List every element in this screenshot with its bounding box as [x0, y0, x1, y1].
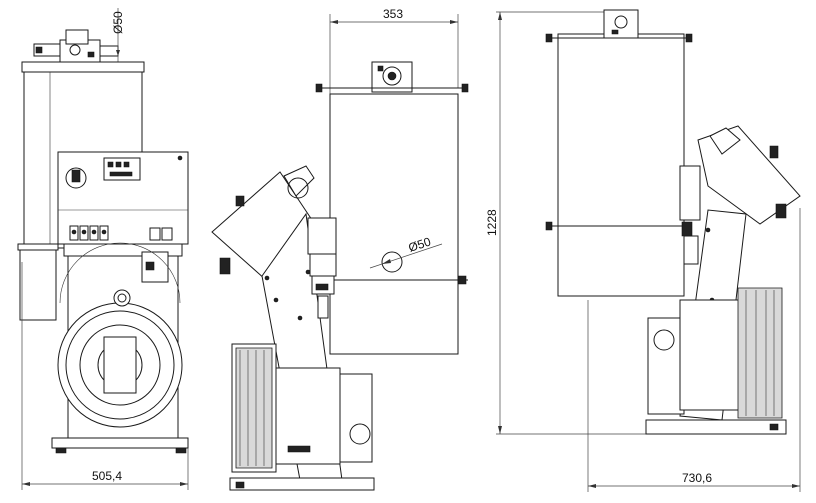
rear-blower [648, 288, 782, 418]
side-width-dimension: 353 [330, 7, 458, 94]
front-diameter-label: Ø50 [111, 11, 125, 34]
front-control-cabinet [58, 152, 188, 244]
front-width-dimension: 505,4 [22, 262, 188, 490]
front-side-rail [18, 244, 58, 250]
rear-depth-label: 730,6 [682, 471, 712, 485]
side-width-label: 353 [383, 7, 403, 21]
front-view: Ø50 [18, 8, 188, 490]
front-side-filter [20, 250, 56, 320]
rear-view: 1228 [485, 10, 800, 492]
rear-height-label: 1228 [485, 209, 499, 236]
rear-tank [546, 10, 700, 296]
front-cable-glands [70, 226, 172, 240]
rear-height-dimension: 1228 [485, 12, 646, 434]
side-inlet-label: Ø50 [407, 234, 433, 254]
side-inlet-callout: Ø50 [370, 234, 442, 272]
side-blower [232, 344, 372, 472]
front-width-label: 505,4 [92, 469, 122, 483]
front-top-fittings [34, 30, 118, 72]
side-tank [314, 62, 468, 354]
front-blower [58, 243, 182, 427]
front-base [52, 438, 188, 453]
rear-base [646, 420, 786, 434]
side-base [230, 478, 374, 490]
side-view: 353 Ø50 [212, 7, 468, 490]
rear-depth-dimension: 730,6 [588, 208, 800, 492]
